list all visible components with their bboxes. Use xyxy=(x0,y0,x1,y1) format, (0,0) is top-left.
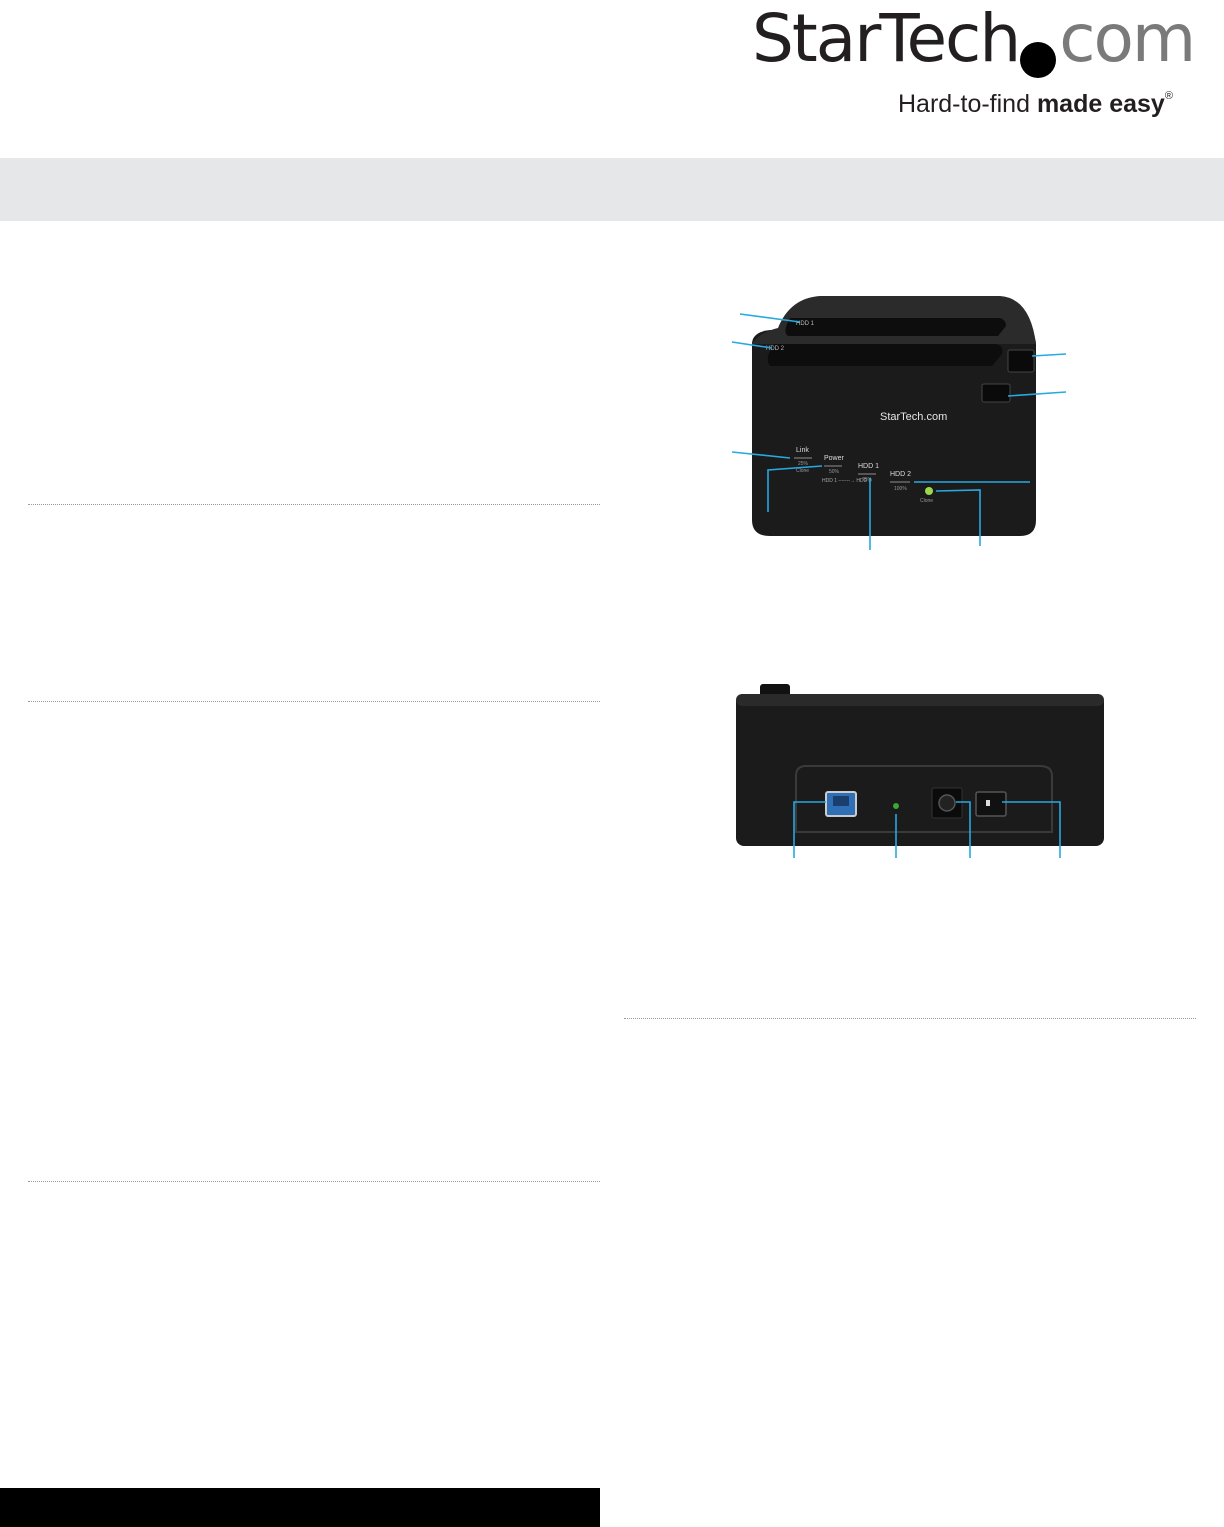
section-divider-2 xyxy=(28,701,600,702)
led-label-link: Link xyxy=(796,447,809,454)
percent-label-50: 50% xyxy=(829,469,840,475)
logo-text: StarTech xyxy=(752,0,1021,77)
clone-direction-label: HDD 1 -------→ HDD 2 xyxy=(822,478,872,484)
led-label-hdd2: HDD 2 xyxy=(890,471,911,478)
slot-hdd1 xyxy=(785,318,1006,336)
tagline-bold: made easy xyxy=(1036,90,1165,118)
callout-dc-jack xyxy=(956,801,971,858)
rear-led xyxy=(893,803,899,809)
section-divider-1 xyxy=(28,504,600,505)
dock-body xyxy=(752,330,1036,536)
power-switch-marker xyxy=(986,800,990,806)
section-divider-4 xyxy=(624,1018,1196,1019)
slot-label-hdd1: HDD 1 xyxy=(796,321,815,327)
front-view-photo: HDD 1 HDD 2 StarTech.com Link Power HDD … xyxy=(731,296,1067,550)
clone-label-button: Clone xyxy=(920,498,933,504)
callout-slot-hdd2 xyxy=(731,341,773,349)
tagline-regular: Hard-to-find xyxy=(898,90,1037,118)
logo-dot xyxy=(1020,42,1056,78)
callout-eject-hdd2 xyxy=(1007,391,1067,397)
callout-slot-hdd1 xyxy=(739,313,801,323)
rear-view-photo xyxy=(736,684,1104,858)
callout-usb-port xyxy=(793,801,826,858)
percent-label-25: 25% xyxy=(798,461,809,467)
front-callouts xyxy=(731,313,1067,550)
section-divider-3 xyxy=(28,1181,600,1182)
callout-power-switch xyxy=(1002,801,1061,858)
callout-link-led xyxy=(731,451,791,459)
eject-button-hdd2 xyxy=(981,383,1011,403)
rear-callouts xyxy=(793,801,1061,858)
header-band xyxy=(0,158,1224,221)
slot-hdd2 xyxy=(767,344,1003,366)
slot-label-hdd2: HDD 2 xyxy=(766,346,785,352)
tagline-registered-mark: ® xyxy=(1164,90,1173,102)
clone-button xyxy=(925,487,933,495)
logo-suffix: com xyxy=(1059,0,1196,77)
callout-power-led xyxy=(767,465,823,512)
logo-tagline: Hard-to-find made easy® xyxy=(898,90,1173,119)
led-power xyxy=(824,465,842,467)
led-hdd1 xyxy=(858,473,876,475)
usb-port-inner xyxy=(833,796,849,806)
callout-eject-hdd1 xyxy=(1031,353,1067,357)
led-link xyxy=(794,457,812,459)
rear-body xyxy=(736,694,1104,846)
percent-label-100: 100% xyxy=(894,486,907,492)
callout-clone-button xyxy=(935,489,981,546)
led-label-hdd1: HDD 1 xyxy=(858,463,879,470)
rear-port-panel xyxy=(795,765,1053,833)
eject-button-hdd1 xyxy=(1007,349,1035,373)
led-hdd2 xyxy=(890,481,910,483)
dc-jack-ring xyxy=(938,794,956,812)
dock-brand-mark: StarTech.com xyxy=(880,411,947,423)
power-switch xyxy=(975,791,1007,817)
rear-top-edge xyxy=(736,694,1104,706)
percent-label-75: 75% xyxy=(862,477,873,483)
led-label-power: Power xyxy=(824,455,845,462)
footer-bar xyxy=(0,1488,600,1527)
clone-label-link: Clone xyxy=(796,468,809,474)
